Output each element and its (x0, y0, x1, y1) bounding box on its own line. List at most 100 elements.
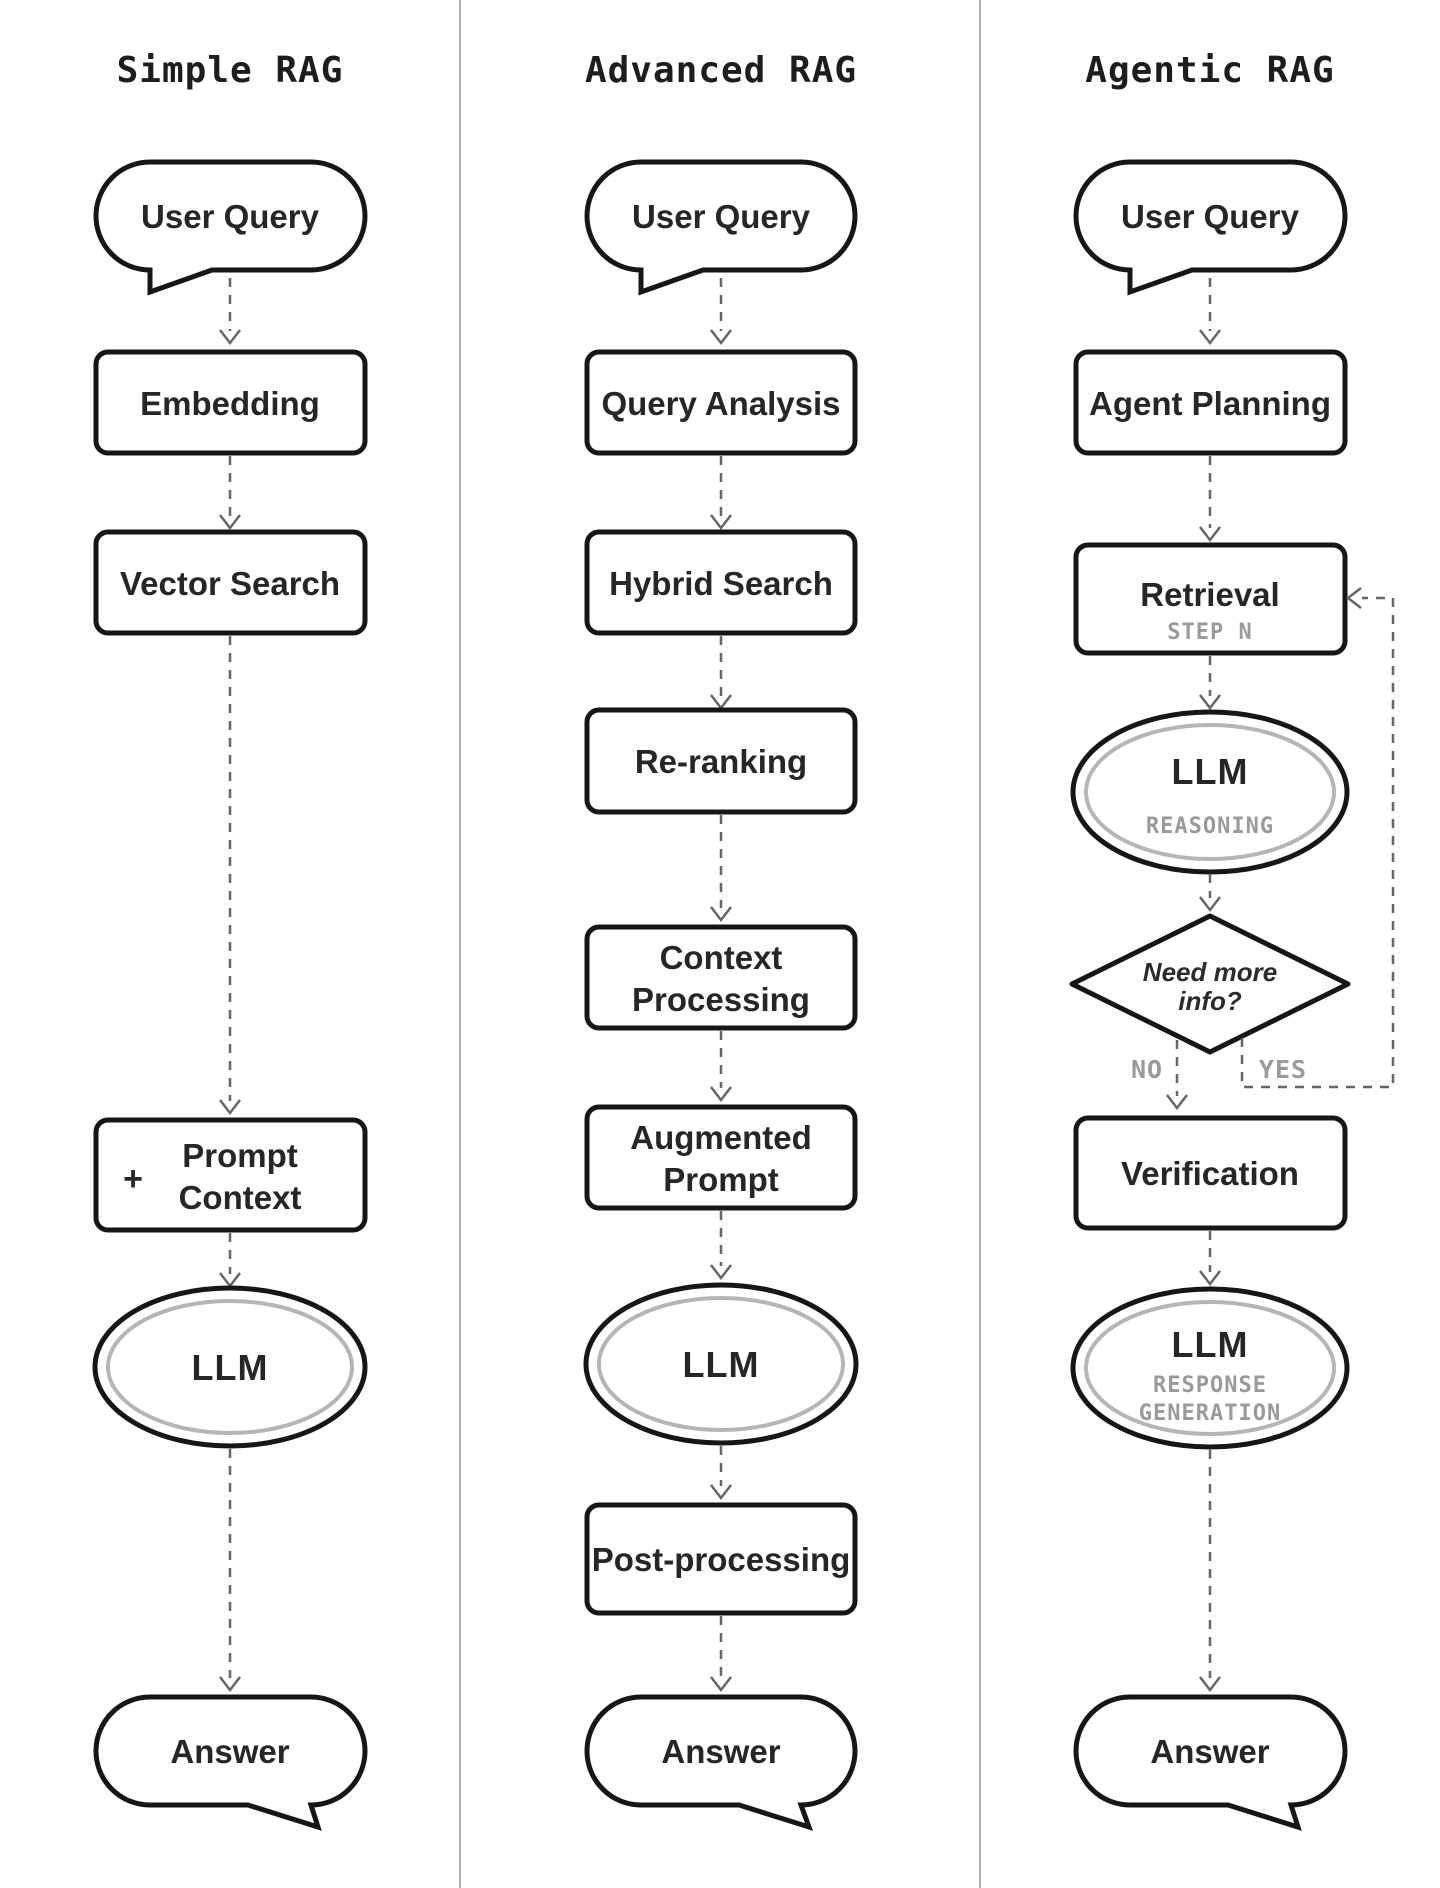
simple-arrowhead-1 (219, 329, 241, 346)
agentic-retrieval-box: Retrieval STEP N (1073, 542, 1348, 656)
speech-bubble-shape (584, 1694, 858, 1831)
agentic-rag-column: User Query Agent Planning Retrieval STEP… (1069, 159, 1395, 1831)
advanced-query-analysis-label: Query Analysis (601, 385, 840, 422)
process-box-shape (1073, 1115, 1348, 1231)
simple-prompt-label-line2: Context (179, 1179, 302, 1216)
simple-arrowhead-5 (219, 1676, 241, 1693)
simple-embedding-box: Embedding (93, 349, 368, 456)
advanced-answer-bubble: Answer (584, 1694, 858, 1831)
simple-rag-column: User Query Embedding Vector Search + Pro… (92, 159, 368, 1831)
agentic-arrowhead-5 (1199, 1270, 1221, 1287)
agentic-llm-response-sublabel-1: RESPONSE (1153, 1373, 1267, 1398)
simple-arrowhead-2 (219, 514, 241, 531)
agentic-yes-loop-arrow (1240, 596, 1395, 1089)
process-box-shape (93, 529, 368, 636)
advanced-arrowhead-1 (710, 329, 732, 346)
advanced-hybrid-search-label: Hybrid Search (609, 565, 833, 602)
agentic-verification-label: Verification (1121, 1155, 1299, 1192)
advanced-arrowhead-4 (710, 906, 732, 923)
process-box-shape (1073, 349, 1348, 456)
agentic-llm-reasoning-sublabel: REASONING (1146, 814, 1274, 839)
process-box-shape (584, 924, 858, 1031)
simple-prompt-label-line1: Prompt (182, 1137, 298, 1174)
llm-ellipse-outer (1070, 709, 1350, 875)
advanced-answer-label: Answer (661, 1733, 780, 1770)
advanced-arrowhead-7 (710, 1484, 732, 1501)
agentic-arrowhead-3 (1199, 694, 1221, 711)
llm-ellipse-inner-ring (1084, 1300, 1336, 1436)
process-box-shape (584, 1502, 858, 1616)
llm-ellipse-inner-ring (1084, 723, 1336, 861)
advanced-re-ranking-box: Re-ranking (584, 707, 858, 815)
agentic-llm-reasoning-ellipse: LLM REASONING (1070, 709, 1350, 875)
agentic-llm-response-label: LLM (1172, 1324, 1249, 1365)
llm-ellipse-inner-ring (597, 1296, 845, 1432)
agentic-answer-label: Answer (1150, 1733, 1269, 1770)
agentic-answer-bubble: Answer (1073, 1694, 1348, 1831)
advanced-arrowhead-6 (710, 1264, 732, 1281)
agentic-llm-response-sublabel-2: GENERATION (1139, 1401, 1281, 1426)
agentic-verification-box: Verification (1073, 1115, 1348, 1231)
process-box-shape (584, 529, 858, 636)
agentic-decision-diamond: Need more info? (1069, 913, 1351, 1055)
advanced-context-processing-box: Context Processing (584, 924, 858, 1031)
process-box-shape (93, 349, 368, 456)
agentic-branch-no-label: NO (1131, 1055, 1163, 1084)
speech-bubble-shape (93, 1694, 368, 1831)
process-box-shape (1073, 542, 1348, 656)
advanced-context-processing-line1: Context (660, 939, 783, 976)
agentic-retrieval-label: Retrieval (1140, 576, 1279, 613)
speech-bubble-shape (584, 159, 858, 296)
simple-embedding-label: Embedding (140, 385, 320, 422)
decision-diamond-shape (1069, 913, 1351, 1055)
agentic-decision-line2: info? (1178, 986, 1242, 1016)
simple-arrowhead-3 (219, 1099, 241, 1116)
process-box-shape (93, 1117, 368, 1233)
advanced-augmented-prompt-line1: Augmented (630, 1119, 812, 1156)
agentic-decision-line1: Need more (1143, 957, 1277, 987)
simple-vector-search-box: Vector Search (93, 529, 368, 636)
advanced-rag-column: User Query Query Analysis Hybrid Search … (583, 159, 859, 1831)
agentic-retrieval-step-label: STEP N (1167, 620, 1252, 645)
simple-arrowhead-4 (219, 1272, 241, 1289)
advanced-augmented-prompt-box: Augmented Prompt (584, 1104, 858, 1211)
title-agentic-rag: Agentic RAG (1085, 50, 1334, 91)
advanced-arrowhead-2 (710, 514, 732, 531)
llm-ellipse-outer (583, 1282, 859, 1446)
process-box-shape (584, 349, 858, 456)
simple-user-query-bubble: User Query (93, 159, 368, 296)
advanced-arrowhead-8 (710, 1676, 732, 1693)
advanced-query-analysis-box: Query Analysis (584, 349, 858, 456)
speech-bubble-shape (1073, 159, 1348, 296)
advanced-arrowhead-3 (710, 694, 732, 711)
simple-llm-ellipse: LLM (92, 1285, 368, 1449)
agentic-no-arrowhead (1166, 1094, 1188, 1111)
simple-llm-label: LLM (192, 1347, 269, 1388)
simple-answer-bubble: Answer (93, 1694, 368, 1831)
process-box-shape (584, 1104, 858, 1211)
llm-ellipse-inner-ring (106, 1299, 354, 1435)
title-advanced-rag: Advanced RAG (585, 50, 857, 91)
simple-user-query-label: User Query (141, 198, 320, 235)
advanced-augmented-prompt-line2: Prompt (663, 1161, 779, 1198)
agentic-arrowhead-4 (1199, 896, 1221, 913)
simple-prompt-context-box: + Prompt Context (93, 1117, 368, 1233)
advanced-user-query-label: User Query (632, 198, 811, 235)
simple-answer-label: Answer (170, 1733, 289, 1770)
agentic-agent-planning-label: Agent Planning (1089, 385, 1331, 422)
advanced-user-query-bubble: User Query (584, 159, 858, 296)
agentic-user-query-label: User Query (1121, 198, 1300, 235)
llm-ellipse-outer (92, 1285, 368, 1449)
plus-sign: + (123, 1160, 143, 1198)
process-box-shape (584, 707, 858, 815)
advanced-hybrid-search-box: Hybrid Search (584, 529, 858, 636)
advanced-post-processing-box: Post-processing (584, 1502, 858, 1616)
agentic-arrowhead-6 (1199, 1676, 1221, 1693)
advanced-re-ranking-label: Re-ranking (635, 743, 807, 780)
speech-bubble-shape (1073, 1694, 1348, 1831)
agentic-llm-reasoning-label: LLM (1172, 751, 1249, 792)
agentic-user-query-bubble: User Query (1073, 159, 1348, 296)
speech-bubble-shape (93, 159, 368, 296)
title-simple-rag: Simple RAG (117, 50, 344, 91)
